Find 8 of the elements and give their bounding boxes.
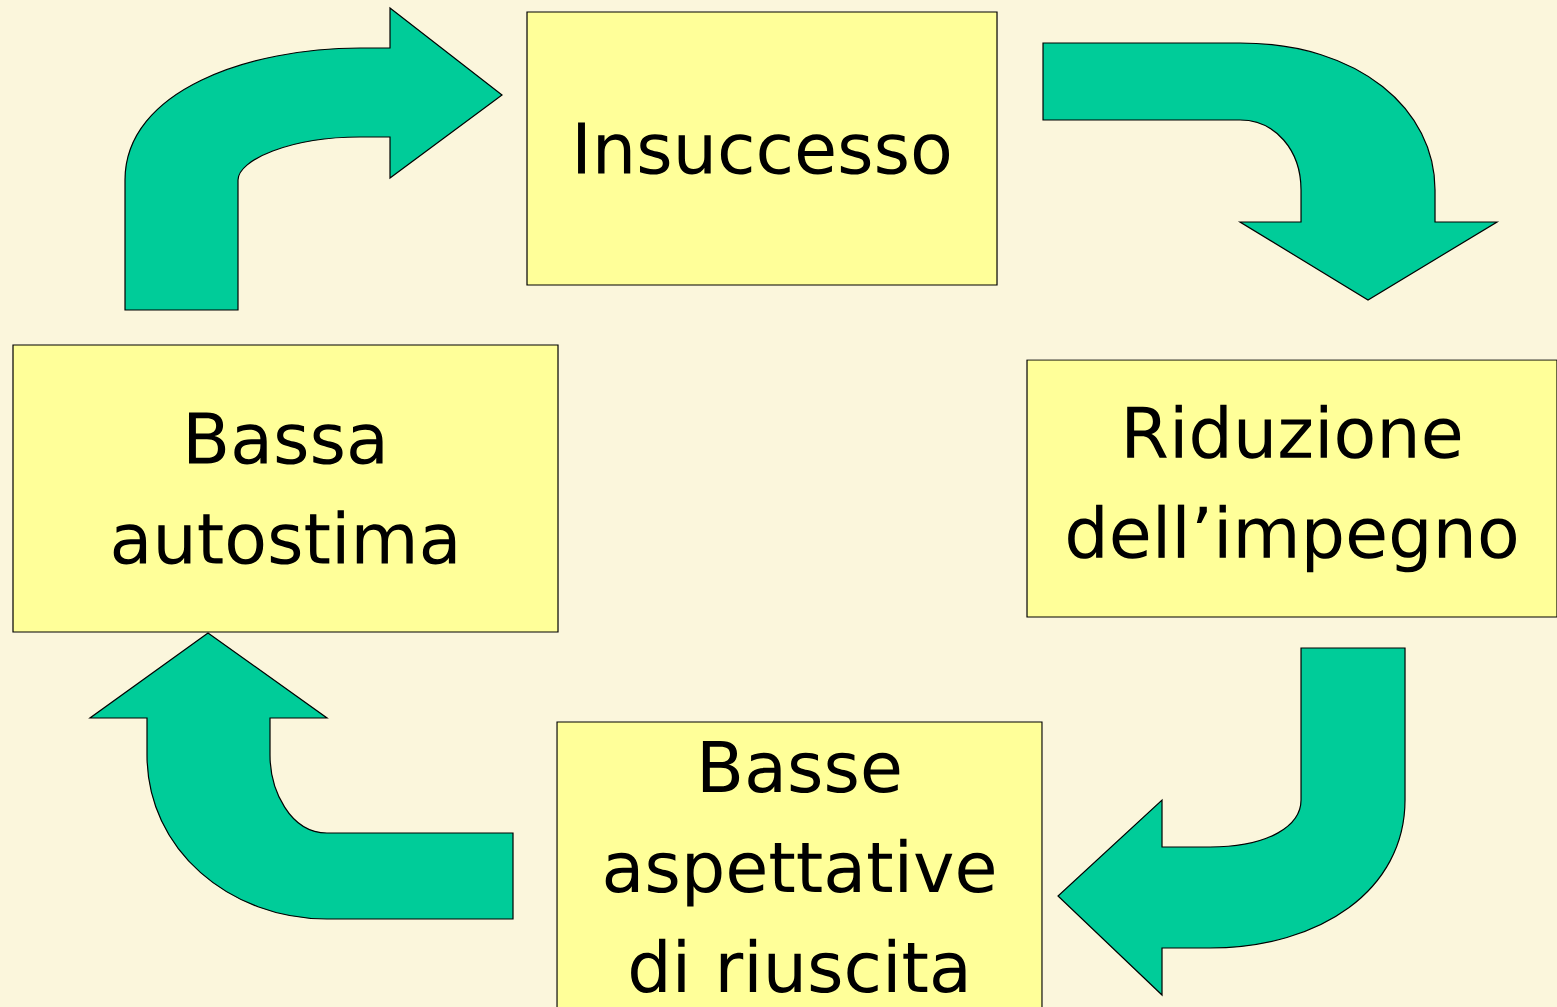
- block-arrow: [1042, 42, 1498, 301]
- text-box: Insuccesso: [526, 11, 998, 286]
- text-box: Basse aspettative di riuscita: [556, 721, 1043, 1007]
- block-arrow: [89, 632, 514, 920]
- block-arrow: [124, 7, 503, 311]
- text-box: Riduzione dell’impegno: [1026, 359, 1557, 618]
- block-arrow: [1057, 647, 1406, 996]
- text-box: Bassa autostima: [12, 344, 559, 633]
